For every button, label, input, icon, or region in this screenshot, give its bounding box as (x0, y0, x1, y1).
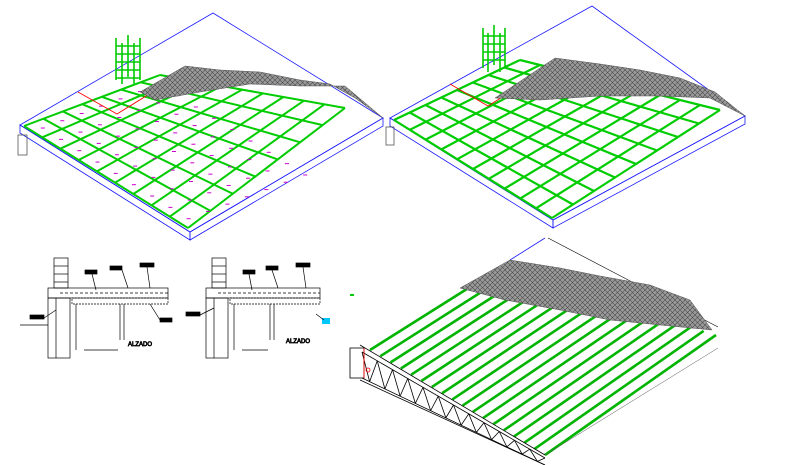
truss-diagonal (415, 387, 424, 404)
slab-1-lower (71, 297, 169, 305)
rib-line (81, 103, 256, 178)
rib-line (23, 125, 189, 229)
slab-outline-left (19, 12, 384, 233)
joist (472, 305, 630, 413)
joist (523, 325, 692, 444)
wall-1 (47, 297, 71, 359)
truss-diagonal (521, 448, 530, 455)
section-2-label: ALZADO (286, 339, 310, 345)
cyan-marker (322, 318, 330, 324)
column-rebar-cage-left (115, 35, 141, 84)
truss-diagonal (506, 440, 515, 448)
rib-line (23, 74, 161, 127)
joist (461, 300, 618, 407)
waffle-slab-isometric-right (385, 5, 746, 229)
slab-2-lower (229, 297, 321, 305)
rib-line (42, 117, 211, 212)
rib-line (120, 88, 301, 144)
truss-diagonal (537, 457, 546, 462)
truss-diagonal (468, 413, 477, 433)
slab-section-2: ALZADO (185, 257, 330, 359)
truss-diagonal (460, 413, 470, 426)
rib-line (424, 104, 595, 192)
support-marker (365, 367, 371, 373)
slab-edge-right-right (552, 115, 746, 229)
joist (482, 309, 643, 420)
truss-diagonal (376, 360, 386, 389)
rib-grid-left (23, 74, 346, 229)
truss-diagonal (430, 395, 439, 411)
truss-diagonal (369, 360, 378, 382)
truss-diagonal (445, 404, 454, 419)
truss-diagonal (453, 404, 462, 426)
joist (503, 317, 668, 432)
joist (544, 333, 717, 457)
rib-line (393, 119, 553, 219)
truss-diagonal (529, 448, 538, 462)
steel-truss-icon (361, 351, 546, 465)
slab-section-1: ALZADO (20, 257, 173, 359)
mesh-topping-right (494, 57, 746, 117)
tag-2d (185, 311, 201, 317)
rib-line (187, 107, 346, 229)
rib-line (409, 111, 574, 206)
slab-edge-right (189, 117, 384, 241)
truss-diagonal (514, 440, 523, 455)
edge-detail-right (385, 126, 395, 146)
joist-slab-isometric (349, 237, 719, 465)
rib-line (78, 85, 223, 161)
truss-diagonal (476, 422, 485, 433)
truss-diagonal (483, 422, 492, 440)
rib-line (132, 96, 284, 195)
truss-diagonal (399, 378, 409, 397)
truss-diagonal (361, 351, 371, 382)
green-marker (350, 294, 354, 296)
truss-diagonal (392, 369, 401, 397)
tag-1b (109, 265, 123, 271)
waffle-slab-isometric-left (17, 12, 384, 241)
truss-diagonal (384, 369, 393, 390)
tag-1a (84, 269, 98, 275)
joist (451, 296, 606, 401)
rib-line (114, 92, 264, 184)
tag-1c (139, 262, 155, 268)
tag-1d (29, 314, 45, 320)
mesh-topping-left (139, 65, 384, 119)
edge-detail-left (17, 134, 28, 156)
slab-edge-left (19, 124, 191, 241)
rib-line (96, 88, 243, 173)
rib-line (456, 88, 637, 166)
truss-diagonal (498, 431, 508, 448)
joist (513, 321, 680, 438)
truss-bottom-chord (361, 377, 546, 465)
tag-1e (159, 317, 173, 323)
tag-2a (242, 269, 256, 275)
rib-line (169, 103, 326, 218)
joist-slab-outline (509, 237, 546, 261)
truss-diagonal (437, 396, 447, 419)
joist (533, 329, 705, 450)
tag-2b (265, 265, 279, 271)
rib-line (62, 110, 234, 195)
tag-2c (295, 262, 311, 268)
rib-line (150, 99, 305, 207)
column-1 (53, 257, 69, 289)
truss-diagonal (407, 378, 416, 404)
column-2 (211, 257, 227, 289)
rib-line (440, 96, 616, 179)
joist (492, 313, 655, 426)
section-1-label: ALZADO (128, 342, 152, 348)
column-rebar-cage-right (482, 25, 506, 72)
wall-2 (205, 297, 229, 359)
mesh-topping-joist (459, 259, 713, 331)
truss-diagonal (422, 387, 432, 411)
rib-line (101, 95, 279, 161)
truss-diagonal (491, 431, 500, 440)
